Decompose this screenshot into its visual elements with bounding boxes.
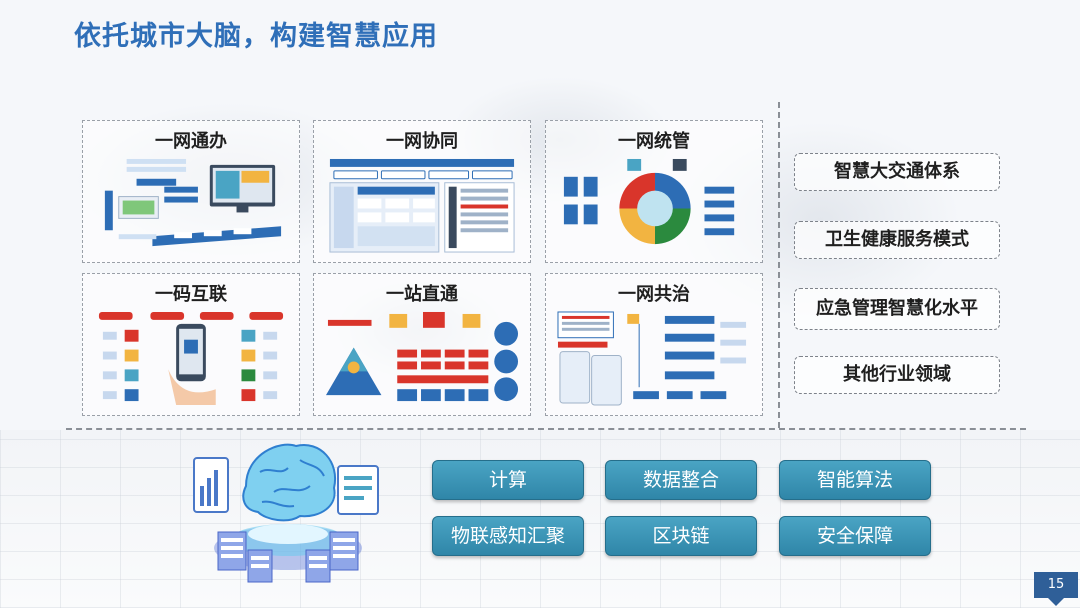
card-one-network-co-governance[interactable]: 一网共治	[545, 273, 763, 416]
card-one-network-collaboration[interactable]: 一网协同	[313, 120, 531, 263]
collaboration-dashboard-figure	[329, 158, 515, 253]
page-number-notch	[1048, 598, 1064, 606]
page-number-badge: 15	[1034, 572, 1078, 598]
card-title: 一站直通	[386, 284, 458, 305]
card-one-stop-direct[interactable]: 一站直通	[313, 273, 531, 416]
page-title: 依托城市大脑，构建智慧应用	[74, 21, 438, 52]
brain-server-icon	[193, 443, 379, 583]
tech-iot-sensing-button[interactable]: 物联感知汇聚	[432, 516, 584, 556]
card-one-code-interconnection[interactable]: 一码互联	[82, 273, 300, 416]
tech-computing-button[interactable]: 计算	[432, 460, 584, 500]
card-title: 一网共治	[618, 284, 690, 305]
card-title: 一网统管	[618, 131, 690, 152]
domain-health-service[interactable]: 卫生健康服务模式	[794, 221, 1000, 259]
card-one-network-service[interactable]: 一网通办	[82, 120, 300, 263]
tech-data-integration-button[interactable]: 数据整合	[605, 460, 757, 500]
qr-interconnection-figure	[98, 311, 284, 406]
service-diagram-figure	[104, 158, 282, 247]
co-governance-figure	[557, 311, 747, 406]
direct-service-figure	[325, 311, 519, 402]
domain-emergency-management[interactable]: 应急管理智慧化水平	[794, 288, 1000, 330]
tech-security-button[interactable]: 安全保障	[779, 516, 931, 556]
domain-other-industries[interactable]: 其他行业领域	[794, 356, 1000, 394]
horizontal-divider	[66, 428, 1026, 430]
card-title: 一网通办	[155, 131, 227, 152]
tech-intelligent-algorithm-button[interactable]: 智能算法	[779, 460, 931, 500]
card-one-network-governance[interactable]: 一网统管	[545, 120, 763, 263]
vertical-divider	[778, 102, 780, 428]
tech-blockchain-button[interactable]: 区块链	[605, 516, 757, 556]
governance-wheel-figure	[563, 158, 735, 245]
domain-traffic-system[interactable]: 智慧大交通体系	[794, 153, 1000, 191]
card-title: 一网协同	[386, 131, 458, 152]
card-title: 一码互联	[155, 284, 227, 305]
